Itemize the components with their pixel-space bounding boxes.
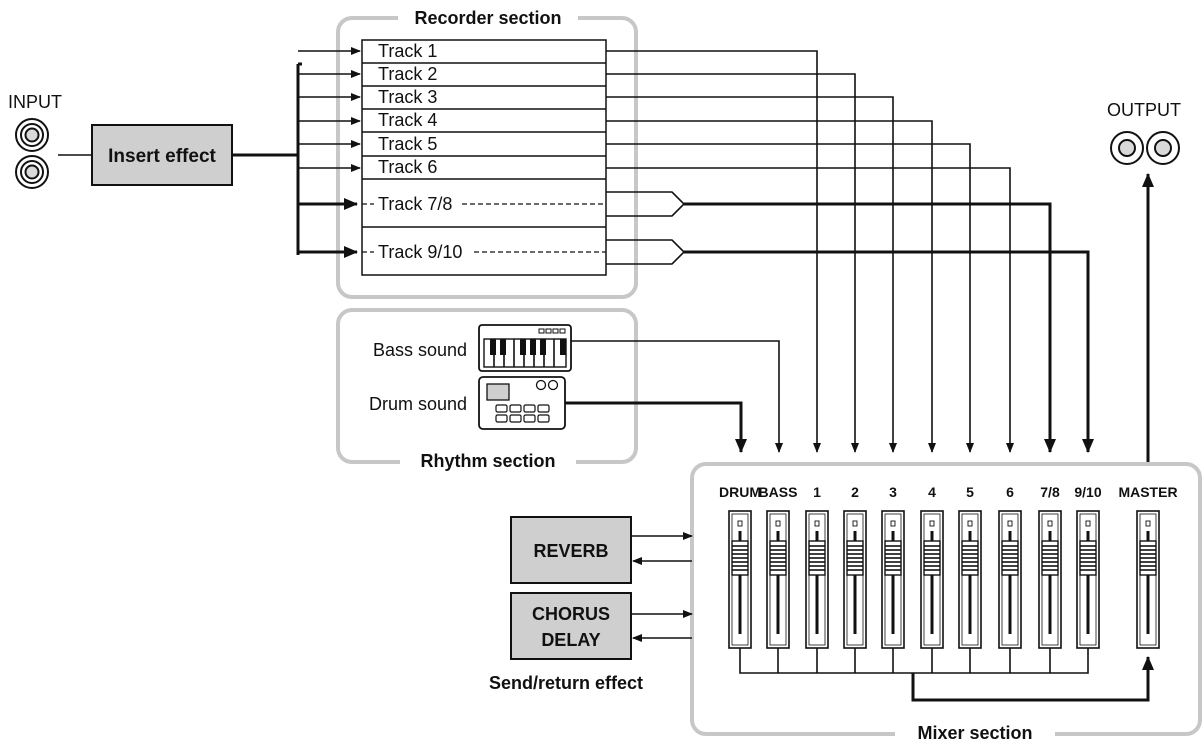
reverb-box: REVERB xyxy=(510,516,632,584)
recorder-section-title: Recorder section xyxy=(414,8,561,28)
send-return-arrows xyxy=(631,532,693,642)
bass-sound-label: Bass sound xyxy=(373,340,467,360)
track-4: Track 4 xyxy=(378,110,437,130)
mixer-faders xyxy=(728,510,1160,649)
fader-7-8 xyxy=(1038,510,1062,649)
fader-2 xyxy=(843,510,867,649)
track-6: Track 6 xyxy=(378,157,437,177)
insert-effect-box: Insert effect xyxy=(91,124,233,186)
track-7-8: Track 7/8 xyxy=(378,194,452,214)
channel-label-1: 1 xyxy=(813,484,821,500)
output-jack-icon xyxy=(1110,131,1180,165)
track-9-10: Track 9/10 xyxy=(378,242,462,262)
track-5: Track 5 xyxy=(378,134,437,154)
input-label: INPUT xyxy=(8,92,62,112)
fader-6 xyxy=(998,510,1022,649)
fader-1 xyxy=(805,510,829,649)
track-list: Track 1 Track 2 Track 3 Track 4 Track 5 … xyxy=(361,39,607,276)
track-1: Track 1 xyxy=(378,41,437,61)
send-return-label: Send/return effect xyxy=(489,673,643,693)
channel-label-master: MASTER xyxy=(1118,484,1177,500)
delay-label: DELAY xyxy=(541,630,600,650)
channel-label-4: 4 xyxy=(928,484,936,500)
fader-3 xyxy=(881,510,905,649)
fader-bass xyxy=(766,510,790,649)
mixer-channel-labels: DRUM BASS 1 2 3 4 5 6 7/8 9/10 MASTER xyxy=(719,484,1178,500)
track-3: Track 3 xyxy=(378,87,437,107)
fader-4 xyxy=(920,510,944,649)
track-input-arrows xyxy=(298,47,361,258)
channel-label-6: 6 xyxy=(1006,484,1014,500)
channel-label-3: 3 xyxy=(889,484,897,500)
fader-master xyxy=(1136,510,1160,649)
keyboard-icon xyxy=(478,324,572,372)
track-routing-lines xyxy=(606,50,1094,453)
channel-label-7-8: 7/8 xyxy=(1040,484,1060,500)
drum-machine-icon xyxy=(478,376,566,430)
rhythm-section-title: Rhythm section xyxy=(420,451,555,471)
output-label: OUTPUT xyxy=(1107,100,1181,120)
drum-sound-label: Drum sound xyxy=(369,394,467,414)
track-2: Track 2 xyxy=(378,64,437,84)
fader-9-10 xyxy=(1076,510,1100,649)
fader-5 xyxy=(958,510,982,649)
mixer-summing-bus xyxy=(739,648,1154,702)
channel-label-bass: BASS xyxy=(759,484,798,500)
reverb-label: REVERB xyxy=(533,541,608,561)
input-jack-icon xyxy=(15,118,49,189)
chorus-delay-box: CHORUS DELAY xyxy=(510,592,632,660)
channel-label-9-10: 9/10 xyxy=(1074,484,1101,500)
chorus-label: CHORUS xyxy=(532,604,610,624)
rhythm-routing-lines xyxy=(565,340,783,453)
channel-label-5: 5 xyxy=(966,484,974,500)
fader-drum xyxy=(728,510,752,649)
insert-effect-label: Insert effect xyxy=(108,146,216,167)
mixer-section-title: Mixer section xyxy=(917,723,1032,743)
channel-label-drum: DRUM xyxy=(719,484,761,500)
channel-label-2: 2 xyxy=(851,484,859,500)
